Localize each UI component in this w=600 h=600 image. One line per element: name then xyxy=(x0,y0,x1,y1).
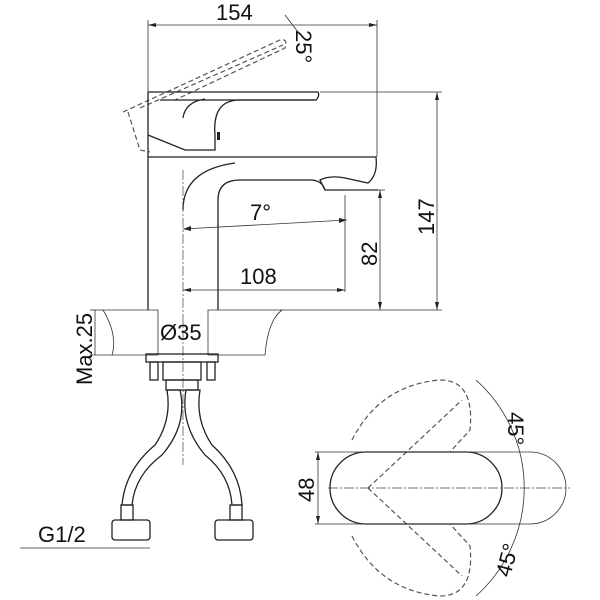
spout-reach-dimension: 7° 108 xyxy=(182,195,348,292)
handle-width-label: 48 xyxy=(294,478,319,502)
lever-raised-outline xyxy=(122,39,287,153)
spout-height-dimension: 82 xyxy=(345,189,385,310)
max-thickness-label: Max.25 xyxy=(72,313,97,385)
height-label: 147 xyxy=(414,198,439,235)
mounting-hardware xyxy=(145,353,219,391)
thread-label: G1/2 xyxy=(38,522,86,547)
spout-reach-label: 108 xyxy=(240,264,277,289)
width-dimension: 154 xyxy=(147,0,378,157)
faucet-body xyxy=(147,91,378,310)
supply-hoses: G1/2 xyxy=(20,389,254,549)
lever-angle-label: 25° xyxy=(291,30,316,63)
hole-diameter-label: Ø35 xyxy=(160,320,202,345)
lever-angle-dimension: 25° xyxy=(284,14,316,63)
spout-angle-label: 7° xyxy=(250,200,271,225)
rotation-right-label: 45° xyxy=(491,541,524,580)
countertop-section: Ø35 Max.25 xyxy=(72,309,284,385)
width-label: 154 xyxy=(216,0,253,25)
rotation-left-label: 45° xyxy=(503,412,528,445)
height-dimension: 147 xyxy=(280,91,442,311)
top-view: 48 45° 45° xyxy=(294,379,570,597)
spout-height-label: 82 xyxy=(357,242,382,266)
